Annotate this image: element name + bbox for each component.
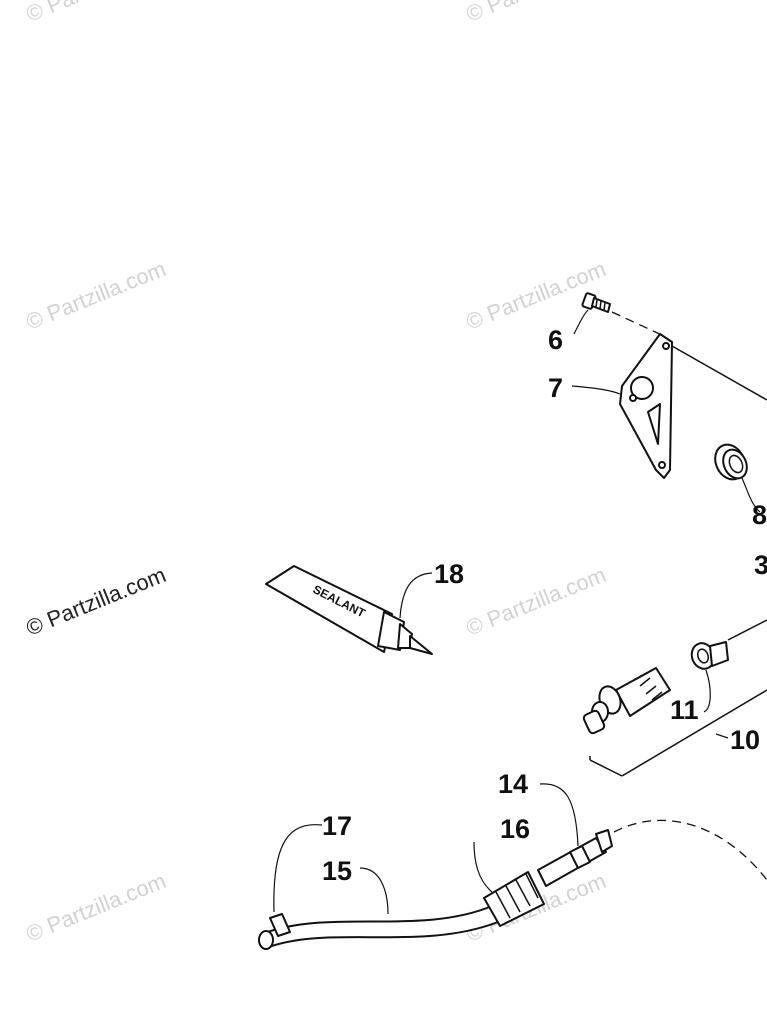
leader-15 xyxy=(359,867,389,915)
part-11-washer xyxy=(690,641,729,713)
callout-8: 8 xyxy=(752,500,767,530)
part-8-bearing xyxy=(714,443,761,513)
callout-18: 18 xyxy=(434,559,464,589)
callout-3: 3 xyxy=(754,550,767,580)
callout-10: 10 xyxy=(730,725,760,755)
watermark-mid-left: © Partzilla.com xyxy=(23,562,170,641)
watermark-upper-left: © Partzilla.com xyxy=(23,256,170,335)
part-14-clamp xyxy=(539,783,591,869)
callout-15: 15 xyxy=(322,856,352,886)
callout-7: 7 xyxy=(548,373,563,403)
leader-10 xyxy=(715,733,729,739)
watermark-top-left: © Partzilla.com xyxy=(23,0,170,27)
part-16-boot xyxy=(473,841,545,927)
part-6-bolt xyxy=(581,292,665,337)
watermark-mid-center: © Partzilla.com xyxy=(463,562,610,641)
callout-14: 14 xyxy=(498,769,528,799)
leader-6 xyxy=(573,309,589,335)
callout-11: 11 xyxy=(670,695,699,725)
watermark-top-center: © Partzilla.com xyxy=(463,0,610,27)
watermark-layer: © Partzilla.com © Partzilla.com © Partzi… xyxy=(23,0,610,947)
callout-16: 16 xyxy=(500,814,530,844)
callout-6: 6 xyxy=(548,325,563,355)
part-7-bracket xyxy=(619,333,767,479)
callout-17: 17 xyxy=(322,811,352,841)
leader-7 xyxy=(571,385,621,395)
part-10-shaft-assembly xyxy=(582,619,767,777)
part-18-sealant-tube: SEALANT xyxy=(265,565,433,655)
part-17-clamp xyxy=(258,824,323,950)
watermark-bottom-left: © Partzilla.com xyxy=(23,868,170,947)
